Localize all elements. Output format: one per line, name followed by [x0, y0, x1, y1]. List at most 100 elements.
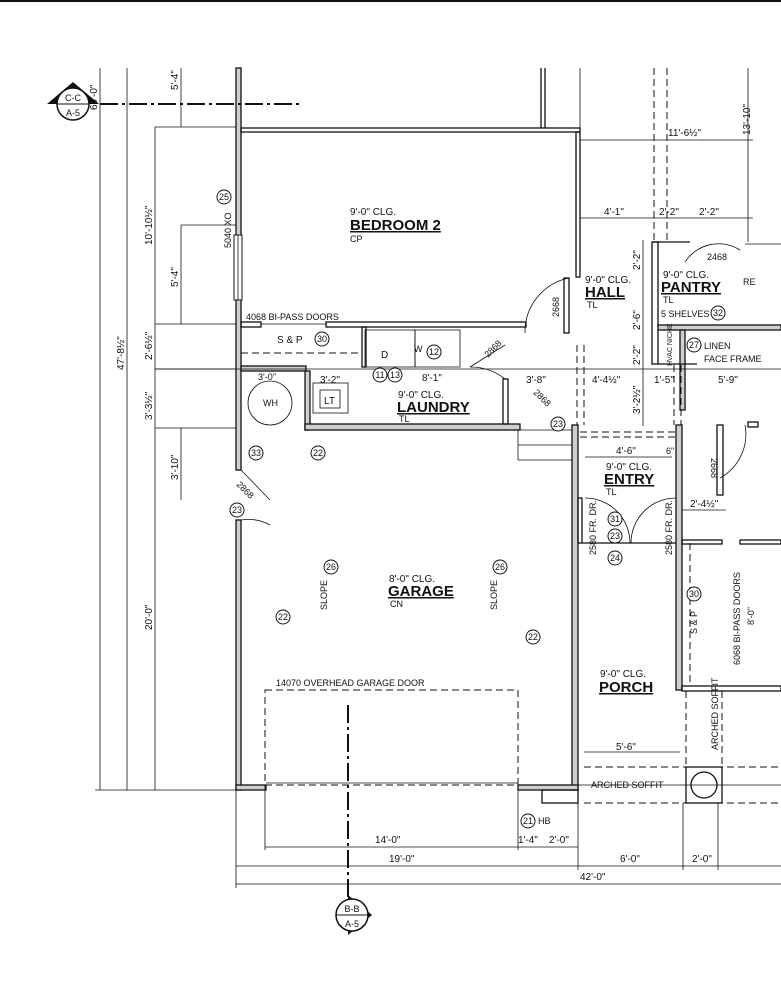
svg-text:2668: 2668: [551, 297, 561, 317]
svg-text:5'-9": 5'-9": [718, 375, 738, 386]
bedroom-north-wall: [240, 127, 581, 133]
svg-text:4068 BI-PASS DOORS: 4068 BI-PASS DOORS: [246, 312, 339, 322]
keynote-23: 23: [607, 528, 623, 544]
svg-text:9'-0" CLG.: 9'-0" CLG.: [606, 462, 652, 473]
svg-text:5'-6": 5'-6": [616, 742, 636, 753]
entry-east-wall: [675, 424, 683, 691]
keynote-30: 30: [686, 586, 702, 602]
plan-notes: 5040 XO 4068 BI-PASS DOORS S & P D W WH …: [223, 212, 762, 826]
keynote-11: 11: [372, 367, 388, 383]
svg-text:FACE FRAME: FACE FRAME: [704, 354, 762, 364]
svg-text:23: 23: [553, 419, 563, 429]
svg-text:9'-0" CLG.: 9'-0" CLG.: [663, 270, 709, 281]
svg-text:19'-0": 19'-0": [389, 854, 415, 865]
water-heater: [247, 380, 293, 426]
svg-text:6'-0": 6'-0": [620, 854, 640, 865]
svg-text:2'-2": 2'-2": [632, 345, 643, 365]
section-marker-cc: C-C A-5: [47, 82, 300, 121]
keynote-23: 23: [229, 502, 245, 518]
keynote-bubbles: 25 30 12 11 13 33 22 23 23 26 26 22 22 2…: [216, 189, 726, 829]
svg-text:2'-6½": 2'-6½": [144, 331, 155, 360]
svg-text:42'-0": 42'-0": [580, 872, 606, 883]
svg-text:LT: LT: [324, 396, 335, 407]
svg-text:SLOPE: SLOPE: [319, 580, 329, 610]
svg-text:TL: TL: [663, 295, 674, 305]
svg-text:69'-0": 69'-0": [89, 84, 100, 110]
svg-text:13: 13: [390, 370, 400, 380]
svg-text:9'-0" CLG.: 9'-0" CLG.: [398, 390, 444, 401]
svg-text:LAUNDRY: LAUNDRY: [397, 399, 470, 416]
section-marker-bb: B-B A-5: [335, 705, 372, 935]
keynote-13: 13: [387, 367, 403, 383]
svg-text:8'-1": 8'-1": [422, 373, 442, 384]
svg-text:47'-8½": 47'-8½": [116, 336, 127, 370]
svg-text:2580 FR. DR.: 2580 FR. DR.: [588, 500, 598, 555]
laundry-garage-wall: [304, 423, 521, 431]
svg-text:1'-5": 1'-5": [654, 375, 674, 386]
svg-text:RE: RE: [743, 277, 756, 287]
svg-text:2'-6": 2'-6": [632, 310, 643, 330]
svg-text:W: W: [414, 344, 423, 354]
svg-text:5'-4": 5'-4": [170, 267, 181, 287]
svg-text:6068 BI-PASS DOORS: 6068 BI-PASS DOORS: [732, 572, 742, 665]
svg-text:4'-4½": 4'-4½": [592, 375, 621, 386]
svg-text:23: 23: [232, 505, 242, 515]
svg-text:BEDROOM 2: BEDROOM 2: [350, 217, 441, 234]
svg-text:9'-0" CLG.: 9'-0" CLG.: [350, 207, 396, 218]
svg-text:11: 11: [375, 370, 384, 380]
svg-text:A-5: A-5: [66, 108, 80, 118]
svg-text:3'-2": 3'-2": [320, 375, 340, 386]
pantry-block: [524, 68, 781, 496]
svg-text:ENTRY: ENTRY: [604, 471, 654, 488]
svg-text:20'-0": 20'-0": [144, 604, 155, 630]
keynote-21: 21: [520, 813, 536, 829]
svg-text:TL: TL: [587, 300, 598, 310]
svg-text:21: 21: [523, 816, 533, 826]
keynote-27: 27: [686, 337, 702, 353]
svg-text:6": 6": [666, 446, 674, 456]
svg-text:5040 XO: 5040 XO: [223, 212, 233, 248]
svg-text:2'-4½": 2'-4½": [690, 499, 719, 510]
garage-east-wall: [571, 424, 579, 791]
svg-text:PANTRY: PANTRY: [661, 279, 721, 296]
keynote-24: 24: [607, 550, 623, 566]
keynote-26: 26: [323, 559, 339, 575]
svg-text:S & P: S & P: [689, 611, 699, 634]
svg-text:10'-10½": 10'-10½": [144, 205, 155, 245]
svg-text:ARCHED SOFFIT: ARCHED SOFFIT: [710, 677, 720, 750]
svg-text:3'-0": 3'-0": [258, 372, 276, 382]
column: [685, 766, 723, 804]
svg-text:11'-6½": 11'-6½": [668, 128, 702, 139]
svg-text:C-C: C-C: [65, 93, 81, 103]
svg-text:4'-6": 4'-6": [616, 446, 636, 457]
svg-text:HB: HB: [538, 816, 551, 826]
svg-text:22: 22: [278, 612, 288, 622]
svg-text:5 SHELVES: 5 SHELVES: [661, 309, 709, 319]
keynote-31: 31: [607, 511, 623, 527]
svg-text:9'-0" CLG.: 9'-0" CLG.: [585, 275, 631, 286]
svg-text:3'-3½": 3'-3½": [144, 391, 155, 420]
svg-text:22: 22: [313, 448, 323, 458]
svg-text:CN: CN: [390, 599, 403, 609]
laundry-tub: [312, 382, 349, 414]
svg-text:27: 27: [689, 340, 699, 350]
svg-text:TL: TL: [399, 414, 410, 424]
keynote-25: 25: [216, 189, 232, 205]
svg-text:2'-0": 2'-0": [549, 835, 569, 846]
svg-text:HALL: HALL: [585, 284, 625, 301]
svg-text:D: D: [381, 350, 388, 361]
svg-text:8'-0": 8'-0": [746, 607, 756, 625]
svg-text:2'-2": 2'-2": [659, 207, 679, 218]
fixtures: [240, 329, 781, 804]
keynote-22: 22: [275, 609, 291, 625]
svg-text:ARCHED SOFFIT: ARCHED SOFFIT: [591, 780, 664, 790]
keynote-22: 22: [525, 629, 541, 645]
keynote-33: 33: [248, 445, 264, 461]
keynote-30: 30: [314, 331, 330, 347]
svg-text:2'-2": 2'-2": [699, 207, 719, 218]
svg-text:TL: TL: [606, 487, 617, 497]
svg-text:12: 12: [429, 347, 439, 357]
svg-text:GARAGE: GARAGE: [388, 583, 454, 600]
svg-text:26: 26: [495, 562, 505, 572]
svg-text:3'-2½": 3'-2½": [632, 385, 643, 414]
